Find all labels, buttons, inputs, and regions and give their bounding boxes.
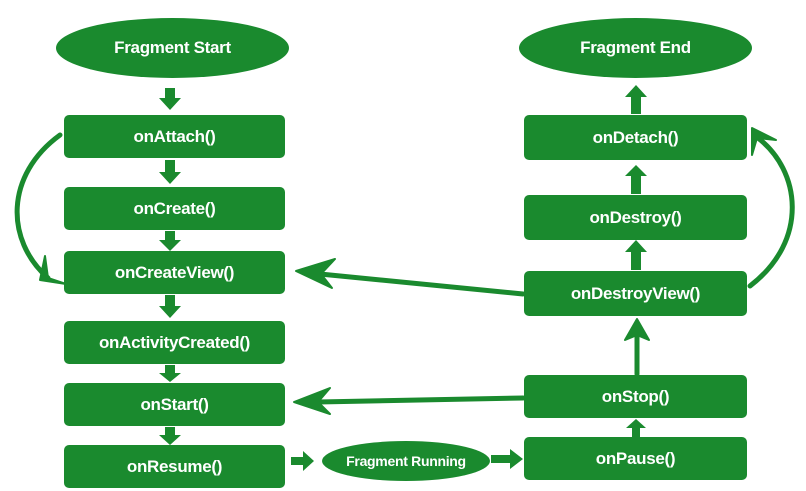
arrow-destroyview-to-detach-curve	[747, 135, 795, 289]
arrowhead-stop-to-start	[293, 387, 331, 415]
arrow-running-to-pause	[491, 449, 523, 469]
on-destroy-node: onDestroy()	[524, 195, 747, 240]
arrow-activitycreated-to-start	[159, 365, 181, 382]
arrow-attach-to-create	[159, 160, 181, 184]
arrow-pause-to-stop	[626, 419, 646, 437]
on-destroy-view-node: onDestroyView()	[524, 271, 747, 316]
on-resume-node: onResume()	[64, 445, 285, 488]
fragment-running-node: Fragment Running	[322, 441, 490, 481]
arrow-destroyview-to-destroy	[625, 240, 647, 270]
arrow-attach-to-createview-curve	[14, 132, 63, 281]
fragment-end-node: Fragment End	[519, 18, 752, 78]
arrowhead-destroyview-to-createview	[295, 258, 336, 289]
fragment-start-node: Fragment Start	[56, 18, 289, 78]
arrowhead-attach-to-createview	[39, 255, 67, 285]
arrow-destroy-to-detach	[625, 165, 647, 194]
arrow-create-to-createview	[159, 231, 181, 251]
on-detach-node: onDetach()	[524, 115, 747, 160]
arrow-resume-to-running	[291, 451, 314, 471]
arrow-destroyview-to-createview	[317, 271, 526, 297]
on-pause-node: onPause()	[524, 437, 747, 480]
arrow-detach-to-end	[625, 85, 647, 114]
on-attach-node: onAttach()	[64, 115, 285, 158]
on-start-node: onStart()	[64, 383, 285, 426]
arrow-stop-to-start	[315, 395, 526, 405]
on-create-node: onCreate()	[64, 187, 285, 230]
arrowhead-destroyview-to-detach	[751, 127, 777, 156]
on-activity-created-node: onActivityCreated()	[64, 321, 285, 364]
arrowhead-stop-to-destroyview	[624, 318, 650, 341]
on-create-view-node: onCreateView()	[64, 251, 285, 294]
on-stop-node: onStop()	[524, 375, 747, 418]
arrow-start-to-resume	[159, 427, 181, 445]
arrow-start-to-attach	[159, 88, 181, 110]
arrow-createview-to-activitycreated	[159, 295, 181, 318]
